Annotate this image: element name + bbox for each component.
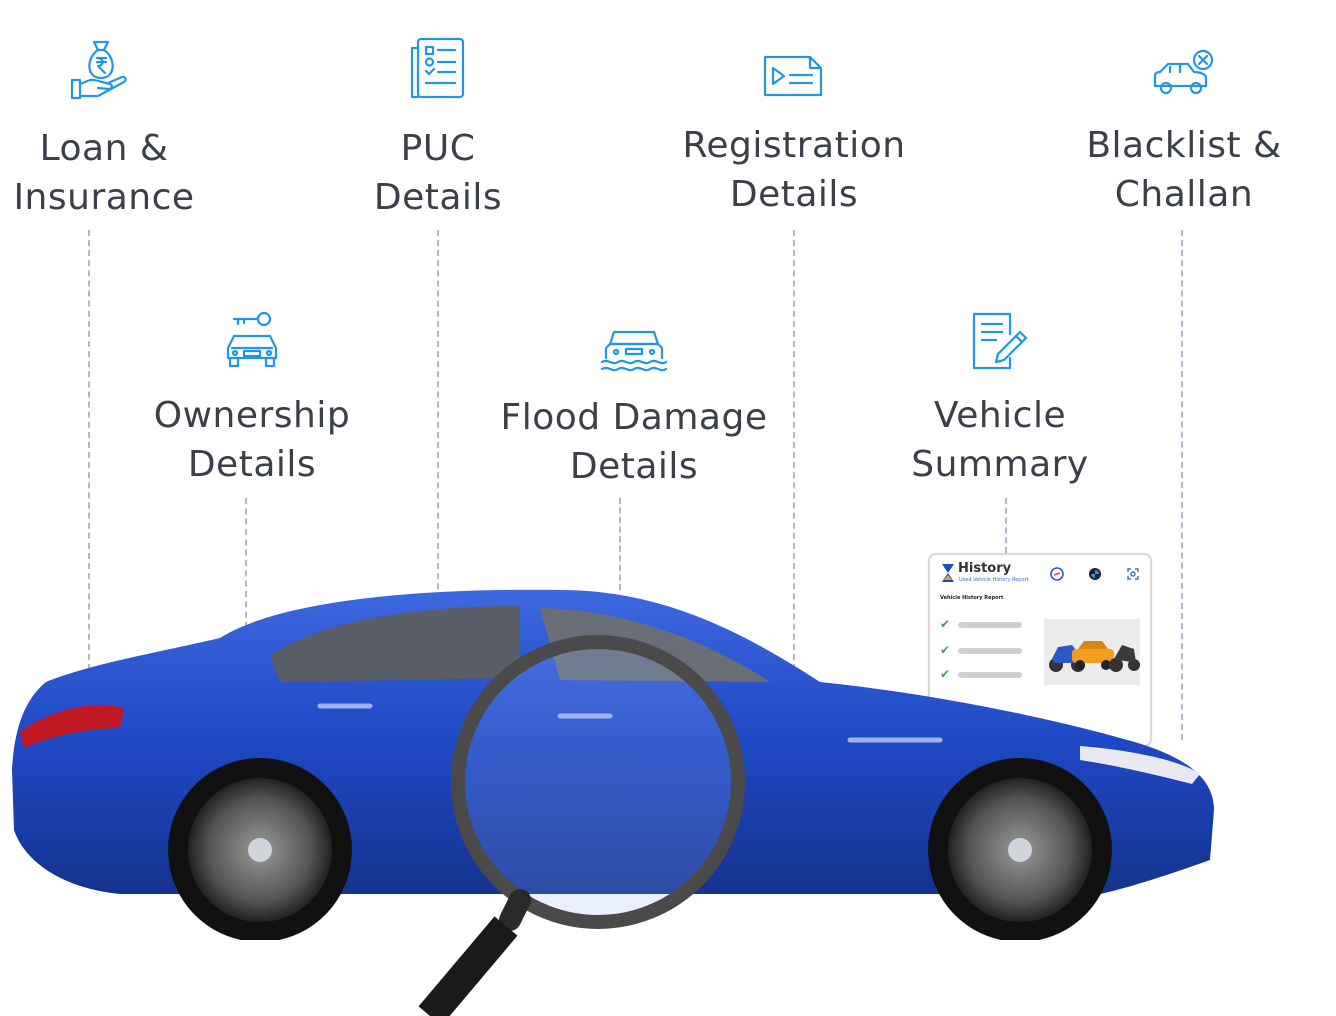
feature-ownership: Ownership Details bbox=[154, 391, 350, 489]
feature-line: PUC bbox=[400, 128, 476, 169]
feature-loan-insurance: Loan & Insurance bbox=[13, 124, 194, 222]
feature-line: Ownership bbox=[153, 395, 351, 436]
connector-summary bbox=[1005, 498, 1007, 553]
feature-blacklist-challan: Blacklist & Challan bbox=[1086, 121, 1281, 219]
report-line bbox=[958, 672, 1022, 678]
feature-line: Registration bbox=[682, 125, 906, 166]
blue-car-illustration bbox=[12, 589, 1214, 940]
report-subtitle: Used Vehicle History Report bbox=[959, 577, 1029, 583]
check-icon: ✔ bbox=[940, 617, 951, 631]
hourglass-logo-icon bbox=[942, 564, 954, 582]
report-brand: History bbox=[958, 561, 1012, 576]
connector-loan bbox=[88, 230, 90, 670]
feature-vehicle-summary: Vehicle Summary bbox=[911, 391, 1088, 489]
feature-line: Details bbox=[729, 174, 859, 215]
feature-line: Insurance bbox=[13, 177, 195, 218]
checklist-document-icon bbox=[410, 37, 465, 99]
feature-line: Blacklist & bbox=[1086, 125, 1282, 166]
connector-puc bbox=[437, 230, 439, 670]
feature-line: Summary bbox=[911, 444, 1089, 485]
connector-registration bbox=[793, 230, 795, 670]
feature-line: Loan & bbox=[39, 128, 169, 169]
connector-blacklist bbox=[1181, 230, 1183, 740]
car-blocked-icon bbox=[1153, 49, 1214, 95]
feature-puc: PUC Details bbox=[374, 124, 502, 222]
feature-line: Challan bbox=[1114, 174, 1254, 215]
report-line bbox=[958, 648, 1022, 654]
check-icon: ✔ bbox=[940, 667, 951, 681]
car-key-icon bbox=[226, 311, 278, 368]
report-line bbox=[958, 622, 1022, 628]
magnifying-glass-icon bbox=[418, 635, 745, 1016]
scan-icon bbox=[1127, 568, 1139, 580]
connector-ownership bbox=[245, 498, 247, 628]
feature-flood-damage: Flood Damage Details bbox=[501, 393, 768, 491]
feature-line: Vehicle bbox=[933, 395, 1067, 436]
document-edit-icon bbox=[972, 312, 1028, 370]
rto-logo-icon bbox=[1050, 567, 1064, 581]
report-title: Vehicle History Report bbox=[940, 595, 1004, 601]
feature-line: Flood Damage bbox=[500, 397, 768, 438]
feature-line: Details bbox=[187, 444, 317, 485]
car-flood-icon bbox=[600, 330, 668, 372]
registration-card-icon bbox=[763, 55, 823, 97]
money-bag-hand-icon bbox=[70, 40, 127, 100]
connector-flood bbox=[619, 498, 621, 590]
check-icon: ✔ bbox=[940, 643, 951, 657]
feature-line: Details bbox=[373, 177, 503, 218]
vehicle-photo bbox=[1044, 619, 1140, 685]
feature-registration: Registration Details bbox=[682, 121, 905, 219]
brand-logo-icon bbox=[1089, 568, 1101, 580]
feature-line: Details bbox=[569, 446, 699, 487]
